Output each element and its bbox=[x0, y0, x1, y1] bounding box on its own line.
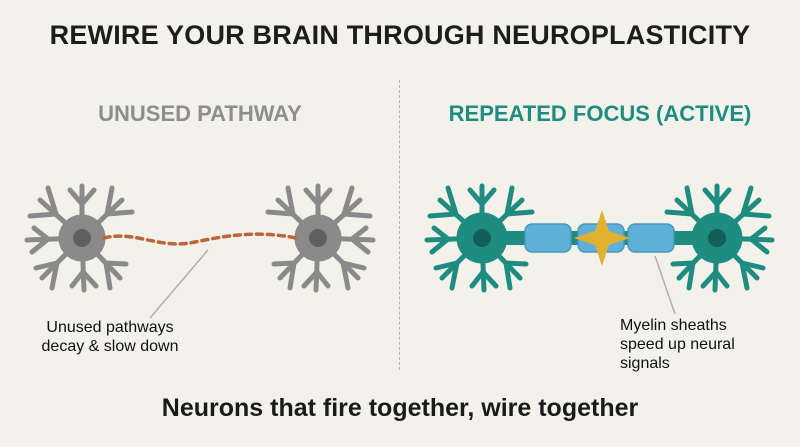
unused-pathway-heading: UNUSED PATHWAY bbox=[98, 101, 302, 126]
gray-neuron-left bbox=[27, 186, 132, 290]
page-title: REWIRE YOUR BRAIN THROUGH NEUROPLASTICIT… bbox=[49, 20, 751, 50]
active-pathway-heading: REPEATED FOCUS (ACTIVE) bbox=[448, 101, 752, 126]
gray-neuron-right bbox=[268, 186, 373, 290]
myelin-caption: Myelin sheaths speed up neural signals bbox=[620, 317, 735, 372]
decaying-pathway bbox=[102, 232, 298, 246]
footer-slogan: Neurons that fire together, wire togethe… bbox=[161, 394, 639, 422]
unused-caption-pointer bbox=[149, 249, 209, 319]
panel-divider bbox=[399, 80, 400, 370]
myelin-sheath-3 bbox=[627, 223, 675, 253]
unused-pathway-caption: Unused pathways decay & slow down bbox=[41, 319, 179, 355]
teal-neuron-left bbox=[427, 186, 532, 290]
spark-icon bbox=[574, 210, 630, 266]
myelin-sheath-1 bbox=[524, 223, 572, 253]
myelin-caption-pointer bbox=[654, 255, 676, 315]
teal-neuron-right bbox=[667, 186, 772, 290]
